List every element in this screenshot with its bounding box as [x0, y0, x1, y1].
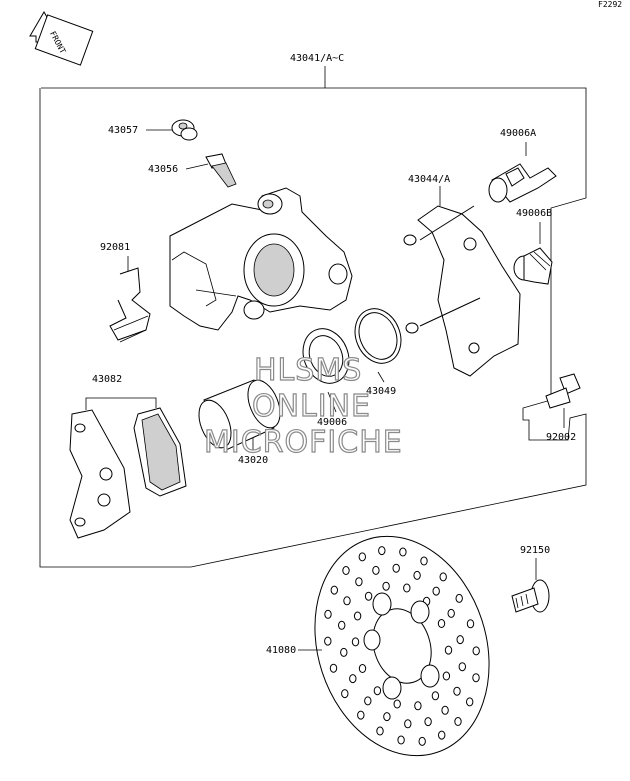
label-43056: 43056	[148, 164, 178, 175]
disc-hole	[378, 546, 386, 556]
disc-hole	[340, 647, 348, 657]
caliper-body	[169, 187, 353, 331]
disc-hole	[343, 596, 351, 606]
disc-hole	[438, 730, 446, 740]
disc-hole	[324, 636, 332, 646]
disc-hole	[341, 689, 349, 699]
disc-hole	[447, 608, 455, 618]
disc-hole	[442, 671, 451, 681]
disc-hole	[432, 586, 440, 596]
disc-hole	[383, 712, 391, 722]
caliper-bracket	[403, 205, 521, 377]
disc-hole	[358, 664, 367, 673]
disc-hole	[338, 620, 346, 630]
brake-pad-outer	[69, 409, 131, 539]
disc-hole	[466, 619, 475, 629]
disc-hole	[431, 691, 440, 701]
disc-hole	[472, 646, 480, 656]
disc-hole	[351, 637, 360, 647]
brake-disc	[314, 535, 490, 757]
piston-seal	[354, 308, 402, 364]
disc-hole	[399, 547, 407, 557]
assembly-boundary	[39, 87, 587, 568]
bleeder-cap	[171, 119, 198, 141]
disc-hole	[418, 736, 426, 746]
label-43049: 43049	[366, 386, 396, 397]
page-code: F2292	[598, 0, 622, 9]
label-92150: 92150	[520, 545, 550, 556]
disc-hole	[403, 583, 411, 593]
disc-hole	[453, 686, 461, 696]
label-49006A: 49006A	[500, 128, 536, 139]
disc-hole	[424, 717, 432, 727]
watermark-line-3: MICROFICHE	[204, 425, 403, 460]
disc-hole	[413, 570, 421, 580]
disc-hole	[397, 735, 405, 745]
disc-hole	[420, 556, 428, 566]
disc-hole	[455, 593, 463, 603]
label-43020: 43020	[238, 455, 268, 466]
dust-seal	[302, 328, 350, 384]
disc-hole	[349, 674, 357, 684]
brake-pad-inner	[133, 407, 187, 497]
disc-hole	[353, 611, 362, 621]
pad-spring	[109, 267, 151, 343]
disc-hole	[372, 565, 380, 575]
disc-hole	[466, 697, 474, 707]
disc-hole	[439, 572, 447, 582]
disc-hole	[437, 619, 446, 628]
disc-hole	[376, 726, 384, 736]
watermark-line-1: HLSMS	[254, 353, 362, 388]
disc-hole	[355, 577, 363, 587]
disc-hole	[342, 566, 350, 575]
disc-hole	[393, 699, 401, 709]
boot-b	[513, 247, 553, 285]
label-41080: 41080	[266, 645, 296, 656]
label-49006B: 49006B	[516, 208, 552, 219]
front-arrow-icon: FRONT	[29, 11, 94, 66]
label-43044: 43044/A	[408, 174, 450, 185]
label-43082: 43082	[92, 374, 122, 385]
bleeder-valve	[205, 153, 237, 188]
disc-hole	[454, 717, 462, 726]
bolt-92002	[545, 373, 581, 409]
disc-hole	[373, 686, 382, 696]
disc-hole	[444, 645, 453, 655]
disc-hole	[358, 552, 366, 562]
boot-a	[488, 163, 557, 203]
disc-hole	[324, 609, 332, 619]
disc-hole	[329, 663, 338, 673]
disc-hole	[441, 705, 449, 715]
watermark-line-2: ONLINE	[252, 389, 371, 424]
disc-hole	[364, 696, 372, 706]
bolt-92150	[511, 579, 550, 613]
label-49006: 49006	[317, 417, 347, 428]
disc-hole	[382, 581, 390, 591]
disc-hole	[414, 701, 422, 711]
disc-hole	[472, 673, 480, 683]
disc-hole	[392, 563, 400, 573]
label-43041: 43041/A~C	[290, 53, 344, 64]
piston	[198, 379, 281, 451]
disc-hole	[458, 662, 466, 672]
disc-hole	[364, 591, 373, 601]
disc-hole	[404, 719, 412, 729]
disc-hole	[330, 585, 338, 595]
label-92002: 92002	[546, 432, 576, 443]
disc-hole	[357, 710, 365, 720]
label-92081: 92081	[100, 242, 130, 253]
disc-hole	[456, 635, 464, 645]
label-43057: 43057	[108, 125, 138, 136]
